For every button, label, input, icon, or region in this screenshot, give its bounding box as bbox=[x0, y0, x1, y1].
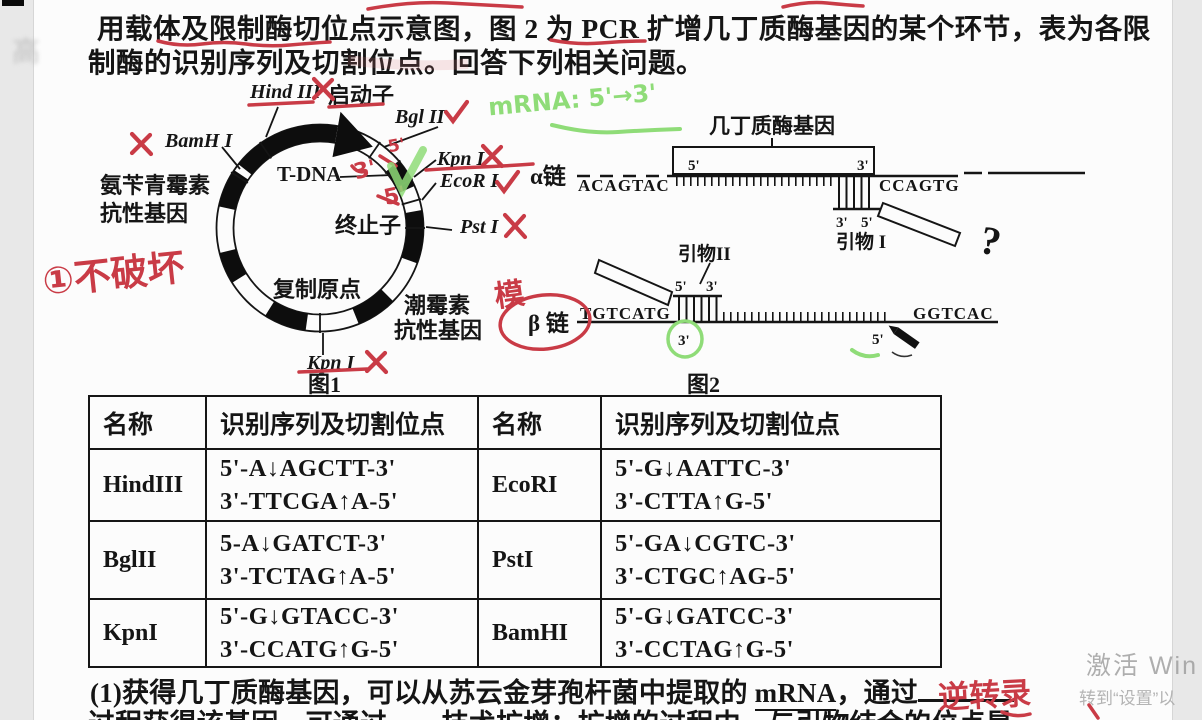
enzyme-name: KpnI bbox=[88, 597, 207, 669]
primer2-label-line bbox=[699, 262, 711, 285]
alpha-left-sequence: ACAGTAC bbox=[578, 176, 670, 195]
figure1-plasmid-diagram: Hind III 启动子 Bgl II BamH I 氨苄青霉素 抗性基因 T-… bbox=[100, 81, 500, 397]
question1-line: (1)获得几丁质酶基因，可以从苏云金芽孢杆菌中提取的 mRNA，通过 bbox=[90, 677, 1015, 711]
label-ecori: EcoR I bbox=[439, 170, 500, 192]
enzyme-seq-line1: 5'-G↓GATCC-3' bbox=[615, 603, 794, 630]
gene-3prime: 3' bbox=[857, 158, 869, 174]
header-name-right: 名称 bbox=[477, 395, 602, 450]
label-terminator: 终止子 bbox=[335, 213, 401, 238]
figure2-pcr-diagram: 几丁质酶基因 5' 3' α链 ACAGTAC CCAGTG 3' 5' 引物 … bbox=[528, 114, 1085, 397]
question1-line2-clipped: 过程获得该基因。可通过 技术扩增；扩增的过程中，与引物结合的位点是 。 bbox=[88, 711, 1094, 720]
enzyme-table: 名称 识别序列及切割位点 名称 识别序列及切割位点 HindIII 5'-A↓A… bbox=[88, 395, 942, 669]
figure1-caption: 图1 bbox=[308, 372, 341, 397]
label-alpha-strand: α链 bbox=[530, 163, 566, 189]
red-arc-title-1 bbox=[366, 0, 524, 11]
primer1-extension-box bbox=[876, 201, 962, 248]
red-arc-title-2 bbox=[781, 0, 865, 9]
primer2-extension-box bbox=[593, 258, 674, 307]
label-bamhi: BamH I bbox=[164, 130, 233, 152]
figure2-caption: 图2 bbox=[687, 372, 720, 397]
enzyme-name: BamHI bbox=[477, 597, 602, 669]
enzyme-name: HindIII bbox=[88, 448, 207, 522]
beta-left-sequence: TGTCATG bbox=[580, 304, 671, 323]
header-seq-left: 识别序列及切割位点 bbox=[205, 395, 479, 450]
primer2-3prime: 3' bbox=[706, 279, 718, 295]
beta-right-sequence: GGTCAC bbox=[913, 304, 994, 323]
table-row: HindIII 5'-A↓AGCTT-3' 3'-TTCGA↑A-5' EcoR… bbox=[88, 448, 942, 522]
question1-mrna: mRNA bbox=[754, 678, 837, 711]
gene-5prime: 5' bbox=[688, 158, 700, 174]
beta-5prime: 5' bbox=[872, 332, 884, 348]
primer1-3prime: 3' bbox=[836, 215, 848, 231]
enzyme-seq-line1: 5'-G↓GTACC-3' bbox=[220, 603, 399, 630]
label-primer1: 引物 I bbox=[836, 230, 886, 253]
enzyme-seq-line2: 3'-CTTA↑G-5' bbox=[615, 488, 773, 515]
label-ampicillin-2: 抗性基因 bbox=[100, 201, 188, 226]
label-psti: Pst I bbox=[459, 216, 500, 238]
enzyme-seq-line1: 5'-A↓AGCTT-3' bbox=[220, 454, 396, 482]
pencil-icon bbox=[888, 325, 920, 349]
top-left-black-chip bbox=[2, 0, 24, 6]
enzyme-seq-line2: 3'-CTGC↑AG-5' bbox=[615, 563, 796, 590]
label-bglii: Bgl II bbox=[394, 106, 446, 128]
promoter-arrowhead bbox=[332, 111, 373, 158]
enzyme-name: PstI bbox=[477, 520, 602, 600]
activate-windows-watermark-line1: 激活 Win bbox=[1086, 652, 1199, 680]
table-row: KpnI 5'-G↓GTACC-3' 3'-CCATG↑G-5' BamHI 5… bbox=[88, 597, 942, 669]
label-kpni-bottom: Kpn I bbox=[306, 352, 355, 374]
label-primer2: 引物II bbox=[678, 242, 731, 265]
question1-pre: (1)获得几丁质酶基因，可以从苏云金芽孢杆菌中提取的 bbox=[90, 678, 755, 708]
primer2-5prime: 5' bbox=[675, 279, 687, 295]
enzyme-seq-line2: 3'-CCATG↑G-5' bbox=[220, 636, 399, 664]
enzyme-seq-line1: 5-A↓GATCT-3' bbox=[220, 529, 387, 557]
label-kpni-top: Kpn I bbox=[436, 148, 485, 170]
enzyme-seq-line2: 3'-CCTAG↑G-5' bbox=[615, 636, 794, 664]
label-hindiii: Hind III bbox=[249, 81, 322, 103]
annotation-reverse-transcription: 逆转录 bbox=[937, 675, 1033, 717]
answer-blank bbox=[918, 677, 1015, 702]
enzyme-name: EcoRI bbox=[477, 448, 602, 522]
header-name-left: 名称 bbox=[88, 395, 207, 450]
corner-watermark: 高 bbox=[12, 36, 41, 67]
table-header-row: 名称 识别序列及切割位点 名称 识别序列及切割位点 bbox=[88, 395, 942, 450]
label-promoter: 启动子 bbox=[328, 83, 394, 108]
question1-mid: ，通过 bbox=[836, 678, 919, 708]
beta-3prime: 3' bbox=[678, 333, 690, 349]
enzyme-seq-line2: 3'-TTCGA↑A-5' bbox=[220, 488, 398, 515]
label-tdna: T-DNA bbox=[277, 162, 342, 186]
activate-windows-watermark-line2: 转到“设置”以 bbox=[1079, 689, 1176, 708]
enzyme-seq-line1: 5'-GA↓CGTC-3' bbox=[615, 529, 796, 557]
question-text-line1: 用载体及限制酶切位点示意图，图 2 为 PCR 扩增几丁质酶基因的某个环节，表为… bbox=[97, 13, 1151, 44]
label-hygromycin-2: 抗性基因 bbox=[394, 318, 482, 343]
annotation-template: 模 bbox=[492, 276, 527, 315]
pencil-squiggle bbox=[891, 351, 913, 358]
enzyme-name: BglII bbox=[88, 520, 207, 600]
enzyme-seq-line2: 3'-TCTAG↑A-5' bbox=[220, 563, 397, 590]
gene-box bbox=[672, 146, 875, 175]
label-replication-origin: 复制原点 bbox=[272, 277, 361, 302]
annotation-5prime-mark-a: 5' bbox=[386, 134, 407, 158]
right-letterbox-bar bbox=[1172, 0, 1202, 720]
table-row: BglII 5-A↓GATCT-3' 3'-TCTAG↑A-5' PstI 5'… bbox=[88, 520, 942, 600]
header-seq-right: 识别序列及切割位点 bbox=[600, 395, 942, 450]
alpha-right-sequence: CCAGTG bbox=[879, 176, 960, 195]
label-beta-strand: β 链 bbox=[528, 310, 569, 336]
enzyme-seq-line1: 5'-G↓AATTC-3' bbox=[615, 454, 792, 482]
left-letterbox-bar bbox=[0, 0, 34, 720]
label-chitinase-gene: 几丁质酶基因 bbox=[709, 114, 835, 138]
label-ampicillin-1: 氨苄青霉素 bbox=[100, 173, 210, 198]
question-text-line2: 制酶的识别序列及切割位点。回答下列相关问题。 bbox=[88, 47, 704, 78]
label-hygromycin-1: 潮霉素 bbox=[404, 293, 470, 318]
primer1-5prime: 5' bbox=[861, 215, 873, 231]
